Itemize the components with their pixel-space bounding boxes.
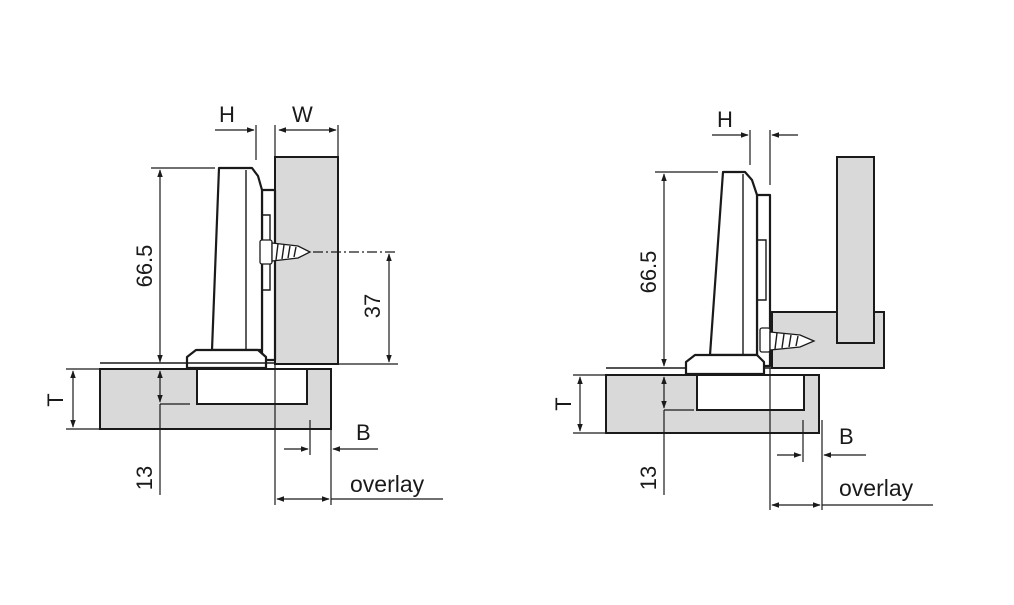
right-overlay-label: overlay — [839, 475, 914, 501]
left-drawing: H W 66.5 37 T 13 B overlay — [43, 102, 443, 505]
right-13-label: 13 — [636, 466, 661, 490]
right-drawing: H 66.5 T 13 B overlay — [551, 107, 933, 510]
right-t-label: T — [551, 397, 576, 410]
left-t-extensions — [66, 368, 100, 430]
left-13-label: 13 — [132, 466, 157, 490]
left-b-label: B — [356, 420, 371, 445]
right-66-label: 66.5 — [636, 251, 661, 294]
left-hinge-base — [185, 348, 268, 370]
right-cabinet-side-panel — [836, 156, 875, 344]
right-hinge-arm — [708, 170, 759, 357]
left-overlay-label: overlay — [350, 471, 425, 497]
left-hinge-cup — [196, 368, 308, 405]
left-t-label: T — [43, 393, 68, 406]
right-h-label: H — [717, 107, 733, 132]
right-hinge-base — [684, 353, 766, 376]
left-37-label: 37 — [360, 294, 385, 318]
right-plate-detail — [757, 239, 767, 301]
left-screw — [259, 239, 312, 265]
right-hinge-cup — [696, 374, 805, 411]
right-b-label: B — [839, 424, 854, 449]
left-cabinet-side-panel — [274, 156, 339, 365]
right-t-extensions — [573, 374, 606, 434]
left-h-label: H — [219, 102, 235, 127]
left-w-label: W — [292, 102, 313, 127]
right-screw — [759, 327, 816, 353]
left-hinge-arm — [210, 166, 264, 352]
left-66-label: 66.5 — [132, 245, 157, 288]
